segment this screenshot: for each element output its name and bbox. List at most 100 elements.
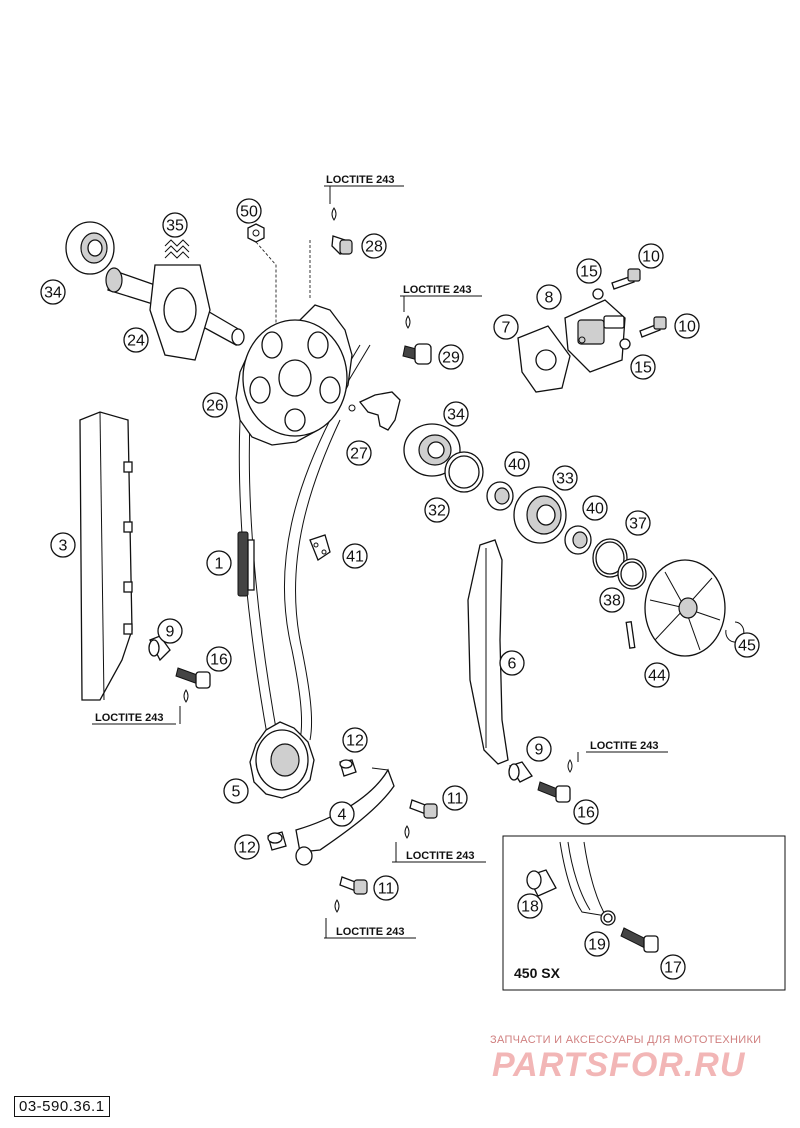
callout-circle	[674, 313, 700, 339]
callout-c38: 38	[599, 587, 625, 613]
crank-sprocket-5	[249, 721, 315, 799]
washer-19	[600, 910, 616, 926]
callout-c40a: 40	[504, 451, 530, 477]
callout-number: 6	[508, 656, 517, 673]
callout-circle	[526, 736, 552, 762]
callout-number: 17	[664, 960, 682, 977]
callout-number: 5	[232, 784, 241, 801]
callout-circle	[40, 279, 66, 305]
callout-c29: 29	[438, 344, 464, 370]
callout-c17: 17	[660, 954, 686, 980]
bolt-11-top	[409, 799, 438, 819]
callout-circle	[50, 532, 76, 558]
variant-inset-box: 450 SX	[502, 835, 786, 991]
callout-c11a: 11	[442, 785, 468, 811]
shaft-seal-33	[513, 486, 567, 544]
dowel-12-top	[339, 759, 357, 777]
callout-number: 16	[577, 805, 595, 822]
callout-circle	[206, 646, 232, 672]
bearing-40-b	[564, 525, 592, 555]
decompression-lever-27	[348, 391, 401, 431]
callout-c34a: 34	[40, 279, 66, 305]
callout-circle	[644, 662, 670, 688]
callout-number: 9	[535, 742, 544, 759]
callout-number: 19	[588, 937, 606, 954]
callout-c10b: 10	[674, 313, 700, 339]
callout-circle	[584, 931, 610, 957]
callout-number: 44	[648, 668, 666, 685]
bolt-28	[331, 235, 353, 255]
callout-c4: 4	[329, 801, 355, 827]
loctite-label: LOCTITE 243	[326, 174, 394, 186]
callout-number: 40	[586, 501, 604, 518]
loctite-label: LOCTITE 243	[336, 926, 404, 938]
callout-circle	[582, 495, 608, 521]
callout-circle	[443, 401, 469, 427]
callout-number: 11	[378, 881, 395, 898]
callout-c18: 18	[517, 893, 543, 919]
callout-c27: 27	[346, 440, 372, 466]
callout-number: 41	[346, 549, 364, 566]
callout-c15b: 15	[630, 354, 656, 380]
dowel-12-bottom	[267, 831, 287, 851]
nut-50	[247, 223, 265, 243]
callout-number: 35	[166, 218, 184, 235]
callout-circle	[234, 834, 260, 860]
callout-c50: 50	[236, 198, 262, 224]
camshaft-sprocket-26	[235, 304, 353, 446]
callout-circle	[223, 778, 249, 804]
callout-circle	[734, 632, 760, 658]
loctite-label: LOCTITE 243	[403, 284, 471, 296]
tensioning-rail-3	[79, 411, 133, 701]
callout-number: 16	[210, 652, 228, 669]
document-number: 03-590.36.1	[14, 1096, 110, 1117]
bushing-18	[526, 869, 557, 897]
callout-number: 33	[556, 471, 574, 488]
bolt-10-bottom	[639, 316, 667, 338]
callout-c28: 28	[361, 233, 387, 259]
chain-tensioner-8	[564, 299, 626, 373]
callout-number: 15	[580, 264, 598, 281]
loctite-label: LOCTITE 243	[95, 712, 163, 724]
callout-number: 50	[240, 204, 258, 221]
callout-circle	[361, 233, 387, 259]
callout-number: 28	[365, 239, 383, 256]
callout-c19: 19	[584, 931, 610, 957]
callout-c41: 41	[342, 543, 368, 569]
bearing-40-a	[486, 481, 514, 511]
loctite-label: LOCTITE 243	[406, 850, 474, 862]
callout-c32: 32	[424, 497, 450, 523]
watermark-brand: PARTSFOR.RU	[492, 1046, 746, 1084]
callout-c26: 26	[202, 392, 228, 418]
callout-circle	[206, 550, 232, 576]
guide-rail-6	[467, 539, 509, 765]
camshaft-24	[105, 264, 245, 361]
callout-number: 1	[215, 556, 224, 573]
callout-number: 12	[346, 733, 364, 750]
callout-number: 37	[629, 516, 647, 533]
callout-circle	[346, 440, 372, 466]
o-ring-32	[444, 451, 484, 493]
callout-circle	[599, 587, 625, 613]
callout-circle	[373, 875, 399, 901]
callout-c10a: 10	[638, 243, 664, 269]
o-ring-37	[592, 538, 628, 578]
bolt-16-left	[175, 667, 211, 689]
callout-circle	[329, 801, 355, 827]
bolt-16-right	[537, 781, 571, 803]
bushing-9-right	[508, 761, 533, 783]
callout-c1: 1	[206, 550, 232, 576]
bushing-9-left	[148, 635, 171, 662]
callout-c37: 37	[625, 510, 651, 536]
callout-number: 34	[44, 285, 62, 302]
callout-c7: 7	[493, 314, 519, 340]
variant-label: 450 SX	[514, 965, 561, 981]
callout-c12a: 12	[342, 727, 368, 753]
callout-circle	[625, 510, 651, 536]
callout-number: 29	[442, 350, 460, 367]
callout-c12b: 12	[234, 834, 260, 860]
callout-circle	[438, 344, 464, 370]
callout-number: 10	[642, 249, 660, 266]
callout-c8: 8	[536, 284, 562, 310]
